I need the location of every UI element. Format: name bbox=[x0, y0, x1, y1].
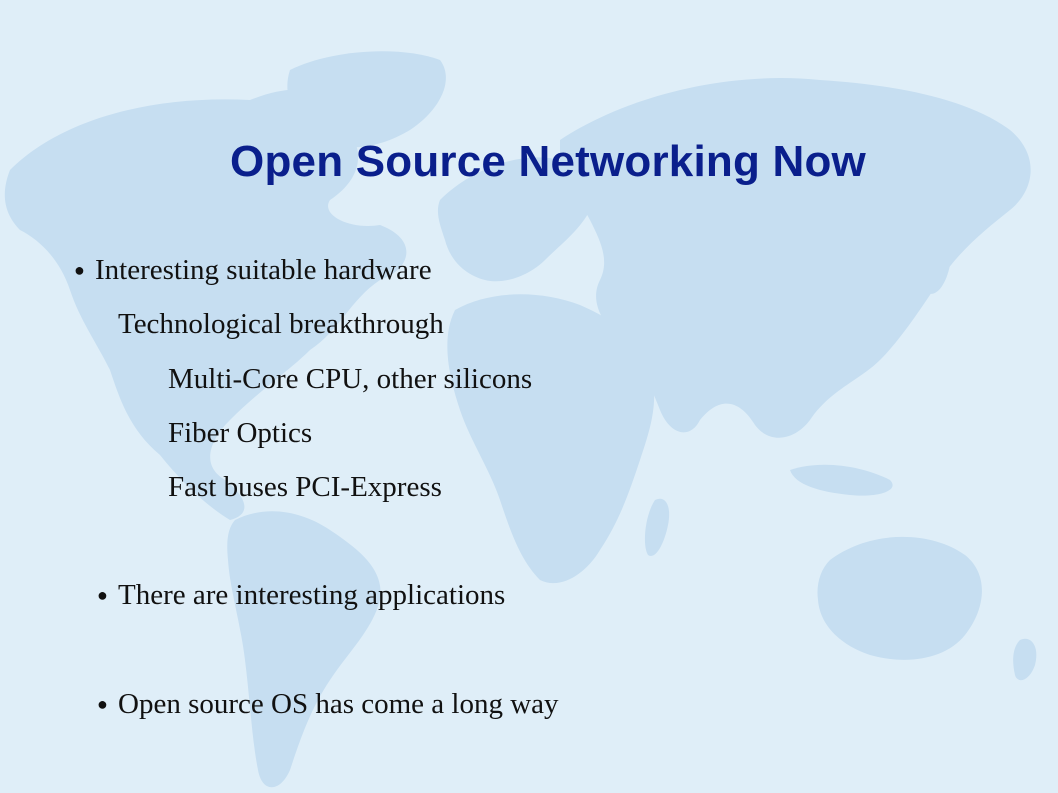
europe-shape bbox=[437, 157, 594, 282]
north-america-shape bbox=[4, 89, 407, 520]
asia-shape bbox=[560, 78, 1031, 438]
madagascar-shape bbox=[644, 498, 670, 556]
greenland-shape bbox=[287, 51, 446, 148]
bullet-icon: ● bbox=[97, 694, 108, 714]
bullet-icon: ● bbox=[97, 585, 108, 605]
africa-shape bbox=[447, 294, 655, 584]
new-zealand-shape bbox=[1013, 638, 1037, 681]
item-open-source-os: Open source OS has come a long way bbox=[118, 688, 559, 720]
bullet-icon: ● bbox=[74, 260, 85, 280]
item-fast-buses: Fast buses PCI-Express bbox=[168, 471, 442, 503]
australia-shape bbox=[817, 536, 982, 660]
item-interesting-applications: There are interesting applications bbox=[118, 579, 506, 611]
item-interesting-hardware: Interesting suitable hardware bbox=[95, 254, 432, 286]
japan-shape bbox=[921, 229, 952, 294]
item-technological-breakthrough: Technological breakthrough bbox=[118, 308, 444, 340]
item-multi-core-cpu: Multi-Core CPU, other silicons bbox=[168, 363, 533, 395]
item-fiber-optics: Fiber Optics bbox=[168, 417, 313, 449]
indonesia-shape bbox=[790, 464, 893, 496]
south-america-shape bbox=[227, 511, 381, 788]
slide-title: Open Source Networking Now bbox=[230, 137, 866, 186]
